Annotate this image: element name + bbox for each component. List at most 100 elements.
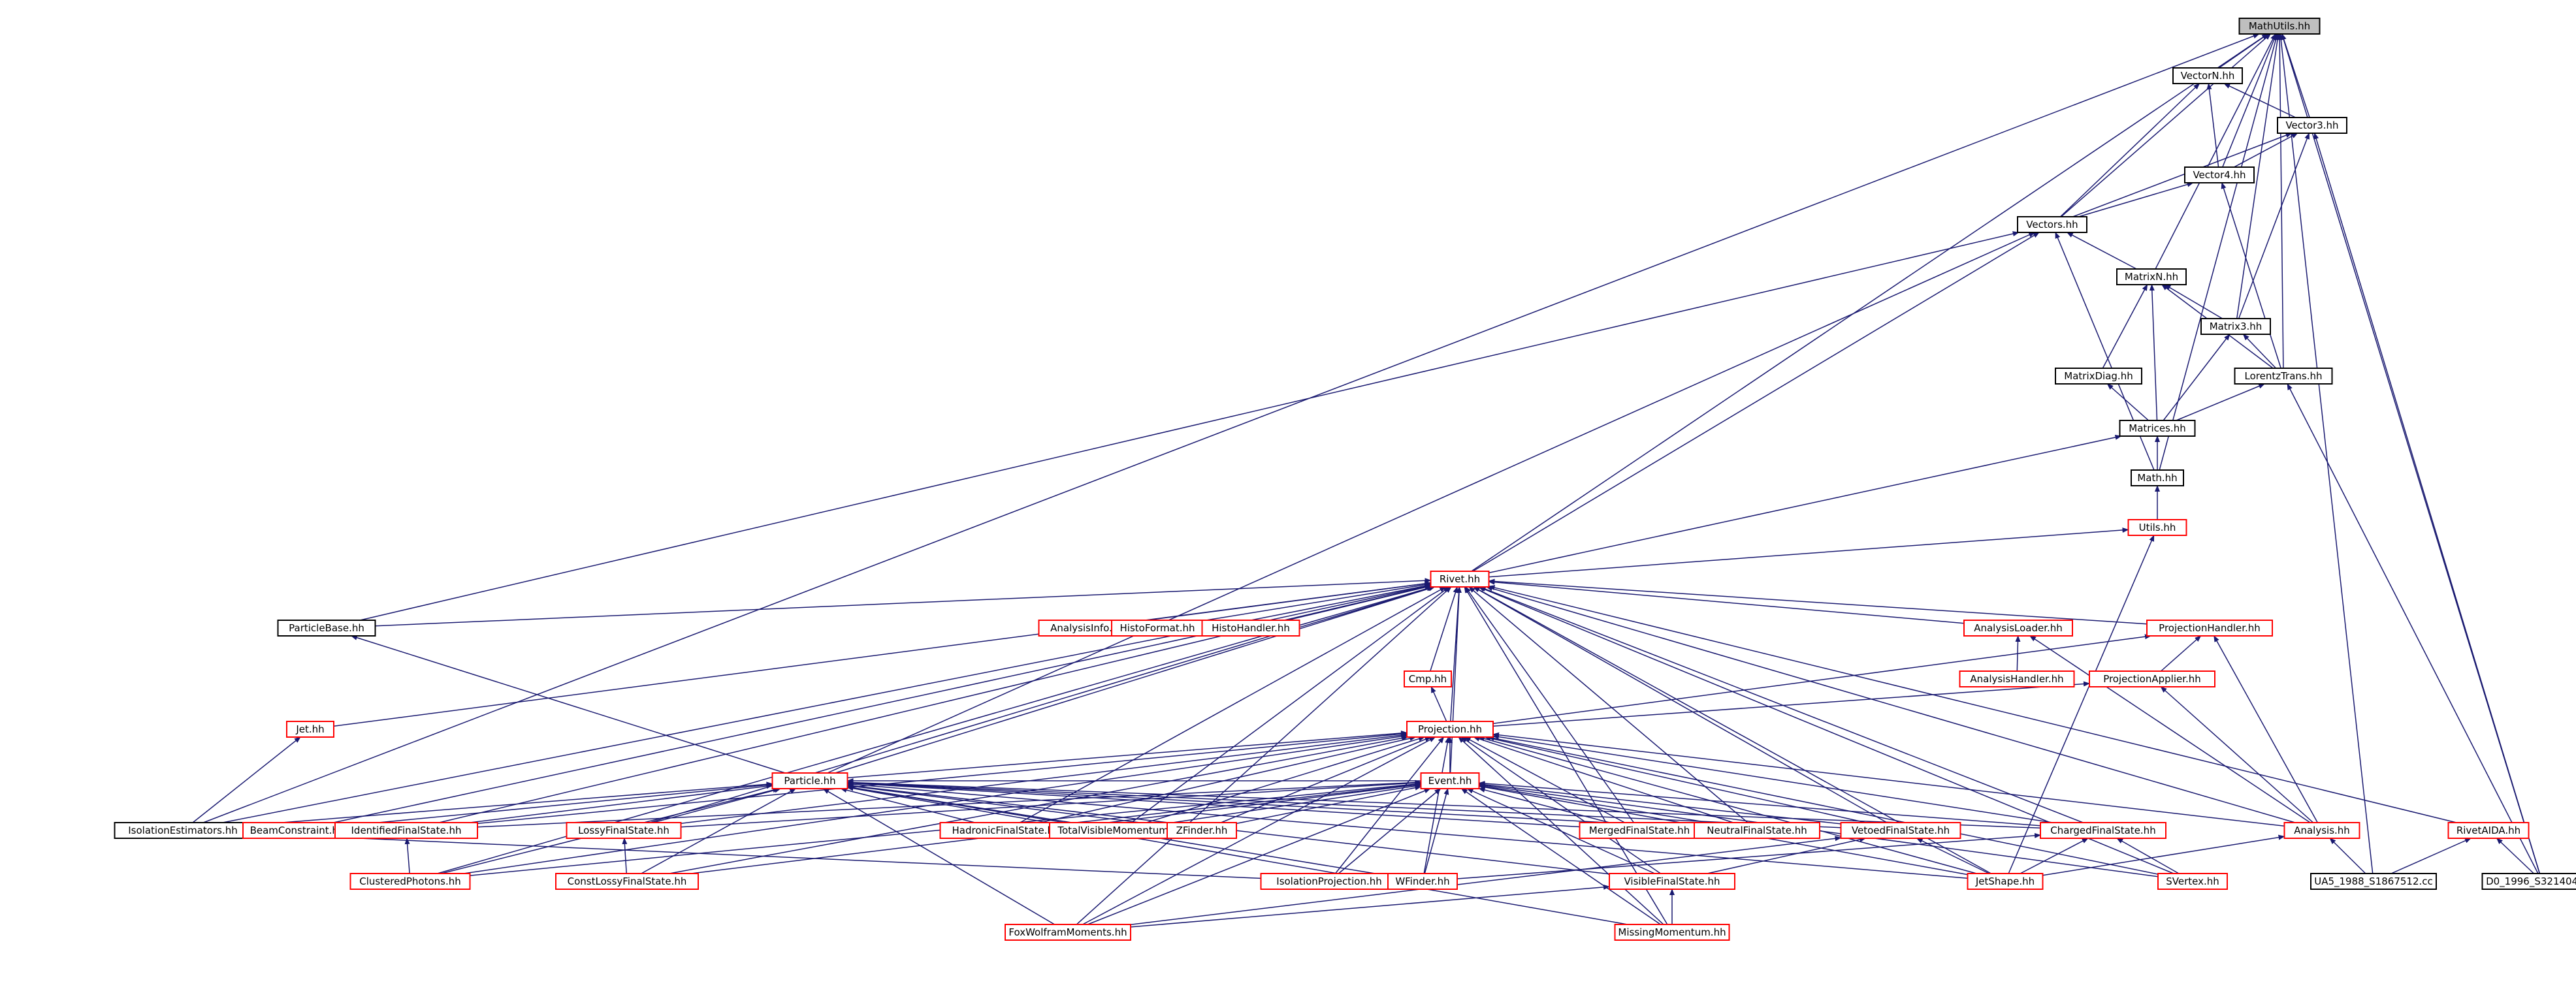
- node-vector4[interactable]: Vector4.hh: [2184, 166, 2255, 183]
- edge-lossyfinalstate-to-projection: [681, 733, 1408, 825]
- node-label: Vectors.hh: [2026, 219, 2078, 230]
- node-label: Particle.hh: [784, 775, 835, 787]
- edge-svertex-to-projection: [1487, 735, 2159, 875]
- node-label: Matrices.hh: [2129, 422, 2185, 434]
- edge-projectionhandler-to-rivet: [1488, 578, 2148, 625]
- edge-hadronicfinalstate-to-projection: [1040, 736, 1417, 823]
- node-label: MissingMomentum.hh: [1618, 926, 1726, 938]
- edge-vectors-to-vectorn: [2059, 83, 2200, 217]
- node-vetoedfinalstate[interactable]: VetoedFinalState.hh: [1840, 822, 1961, 839]
- edge-visiblefinalstate-to-event: [1466, 788, 1655, 874]
- edge-vectors-to-vector3: [2072, 133, 2293, 217]
- node-event[interactable]: Event.hh: [1420, 772, 1480, 789]
- node-projectionhandler[interactable]: ProjectionHandler.hh: [2146, 620, 2273, 637]
- node-rivet[interactable]: Rivet.hh: [1430, 571, 1490, 588]
- node-wfinder[interactable]: WFinder.hh: [1387, 873, 1458, 890]
- node-vectors[interactable]: Vectors.hh: [2017, 216, 2087, 233]
- node-label: BeamConstraint.hh: [250, 825, 345, 836]
- node-neutralfinalstate[interactable]: NeutralFinalState.hh: [1694, 822, 1820, 839]
- node-box: [1840, 822, 1961, 839]
- edge-particle-to-projection: [847, 731, 1408, 779]
- node-vectorn[interactable]: VectorN.hh: [2172, 67, 2243, 84]
- node-visiblefinalstate[interactable]: VisibleFinalState.hh: [1609, 873, 1735, 890]
- node-constlossyfinalstate[interactable]: ConstLossyFinalState.hh: [555, 873, 699, 890]
- node-label: JetShape.hh: [1975, 875, 2035, 887]
- node-box: [1959, 670, 2075, 687]
- node-matrixdiag[interactable]: MatrixDiag.hh: [2055, 368, 2142, 385]
- node-label: Vector3.hh: [2285, 119, 2338, 131]
- node-matrixn[interactable]: MatrixN.hh: [2116, 268, 2187, 285]
- node-jet[interactable]: Jet.hh: [286, 721, 334, 738]
- node-utils[interactable]: Utils.hh: [2127, 519, 2187, 536]
- node-label: ClusteredPhotons.hh: [359, 875, 461, 887]
- node-analysisloader[interactable]: AnalysisLoader.hh: [1963, 620, 2073, 637]
- node-chargedfinalstate[interactable]: ChargedFinalState.hh: [2040, 822, 2166, 839]
- node-label: Jet.hh: [295, 723, 324, 735]
- node-box: [2277, 117, 2347, 134]
- node-label: ProjectionHandler.hh: [2159, 622, 2261, 634]
- edge-ua5-to-mathutils: [2278, 33, 2374, 874]
- node-label: FoxWolframMoments.hh: [1008, 926, 1127, 938]
- edge-constlossyfinalstate-to-lossyfinalstate: [622, 838, 628, 874]
- node-beamconstraint[interactable]: BeamConstraint.hh: [242, 822, 352, 839]
- node-zfinder[interactable]: ZFinder.hh: [1167, 822, 1237, 839]
- edge-zfinder-to-particle: [846, 783, 1168, 827]
- edge-projection-to-projectionapplier: [1492, 681, 2090, 727]
- node-mergedfinalstate[interactable]: MergedFinalState.hh: [1579, 822, 1700, 839]
- header-nodes: MathUtils.hhVectorN.hhVector3.hhVector4.…: [114, 18, 2576, 941]
- edge-foxwolfram-to-vetoedfinalstate: [1130, 836, 1842, 926]
- node-label: AnalysisLoader.hh: [1974, 622, 2063, 634]
- node-box: [2146, 620, 2273, 637]
- edge-rivet-to-matrices: [1489, 434, 2122, 574]
- node-lossyfinalstate[interactable]: LossyFinalState.hh: [566, 822, 682, 839]
- edge-clusteredphotons-to-projection: [463, 734, 1408, 874]
- node-math[interactable]: Math.hh: [2131, 469, 2184, 486]
- node-jetshape[interactable]: JetShape.hh: [1967, 873, 2044, 890]
- node-matrices[interactable]: Matrices.hh: [2119, 420, 2196, 437]
- node-clusteredphotons[interactable]: ClusteredPhotons.hh: [349, 873, 471, 890]
- node-box: [2481, 873, 2576, 890]
- node-svertex[interactable]: SVertex.hh: [2157, 873, 2228, 890]
- node-box: [277, 620, 376, 637]
- edge-hadronicfinalstate-to-particle: [840, 787, 975, 823]
- edge-matrices-to-lorentztrans: [2176, 383, 2266, 421]
- edge-isolationprojection-to-event: [1338, 788, 1441, 874]
- node-vector3[interactable]: Vector3.hh: [2277, 117, 2347, 134]
- edge-jet-to-rivet: [333, 581, 1432, 727]
- node-rivetaida[interactable]: RivetAIDA.hh: [2447, 822, 2530, 839]
- node-box: [2116, 268, 2187, 285]
- edge-missingmomentum-to-particle: [846, 785, 1628, 925]
- node-matrix3[interactable]: Matrix3.hh: [2200, 318, 2271, 335]
- node-box: [2040, 822, 2166, 839]
- node-d0[interactable]: D0_1996_S3214044.cc: [2481, 873, 2576, 890]
- node-ua5[interactable]: UA5_1988_S1867512.cc: [2310, 873, 2437, 890]
- node-label: ConstLossyFinalState.hh: [568, 875, 687, 887]
- node-box: [2119, 420, 2196, 437]
- node-isolationprojection[interactable]: IsolationProjection.hh: [1260, 873, 1398, 890]
- node-foxwolfram[interactable]: FoxWolframMoments.hh: [1005, 924, 1131, 941]
- node-projectionapplier[interactable]: ProjectionApplier.hh: [2089, 670, 2215, 687]
- node-label: MatrixDiag.hh: [2064, 370, 2133, 382]
- node-analysis[interactable]: Analysis.hh: [2283, 822, 2360, 839]
- node-label: ZFinder.hh: [1176, 825, 1228, 836]
- edge-ua5-to-rivetaida: [2391, 838, 2471, 874]
- node-analysishandler[interactable]: AnalysisHandler.hh: [1959, 670, 2075, 687]
- edge-vetoedfinalstate-to-projection: [1484, 736, 1866, 823]
- edge-mergedfinalstate-to-particle: [846, 780, 1580, 828]
- node-box: [2184, 166, 2255, 183]
- node-histoformat[interactable]: HistoFormat.hh: [1111, 620, 1204, 637]
- node-cmp[interactable]: Cmp.hh: [1404, 670, 1452, 687]
- node-projection[interactable]: Projection.hh: [1406, 721, 1494, 738]
- node-particle[interactable]: Particle.hh: [771, 772, 848, 789]
- node-mathutils[interactable]: MathUtils.hh: [2238, 18, 2321, 35]
- node-isolationestimators[interactable]: IsolationEstimators.hh: [114, 822, 252, 839]
- node-particlebase[interactable]: ParticleBase.hh: [277, 620, 376, 637]
- node-missingmomentum[interactable]: MissingMomentum.hh: [1614, 924, 1730, 941]
- node-lorentztrans[interactable]: LorentzTrans.hh: [2234, 368, 2333, 385]
- node-box: [555, 873, 699, 890]
- node-identifiedfinalstate[interactable]: IdentifiedFinalState.hh: [334, 822, 478, 839]
- node-histohandler[interactable]: HistoHandler.hh: [1201, 620, 1300, 637]
- edge-jetshape-to-chargedfinalstate: [2020, 838, 2089, 874]
- edge-zfinder-to-event: [1236, 785, 1422, 825]
- edge-lossyfinalstate-to-particle: [652, 787, 781, 823]
